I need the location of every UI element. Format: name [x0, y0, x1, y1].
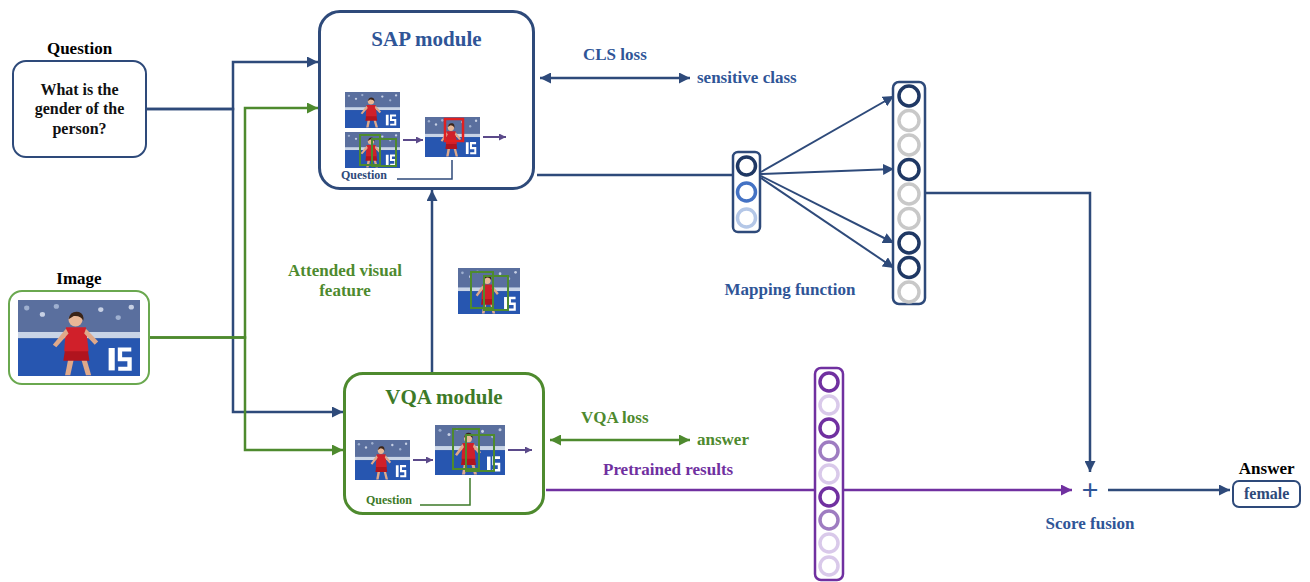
- pretrained-score-vector-part: [820, 534, 838, 552]
- pretrained-score-line-part: [546, 489, 815, 492]
- sap-illustration-part: [345, 92, 400, 128]
- pretrained-score-vector-part: [815, 368, 843, 580]
- module-box: VQA moduleQuestion: [343, 372, 545, 515]
- box-text: female: [1244, 485, 1289, 503]
- vqa-illustration-part: [413, 459, 433, 461]
- sap-output-line-part: [537, 174, 733, 177]
- image-box: Image: [8, 290, 150, 385]
- answer-box: Answerfemale: [1232, 480, 1301, 508]
- mapped-score-line-part: [926, 193, 1090, 472]
- fusion-output-arrow: [1108, 490, 1230, 491]
- sap-illustration-part: [483, 136, 506, 138]
- small-feature-vector-part: [738, 183, 756, 201]
- box-text: What is the gender of the person?: [22, 80, 137, 138]
- input-arrow: [150, 338, 343, 451]
- flow-label: Pretrained results: [603, 460, 733, 480]
- box-heading: Question: [0, 39, 175, 59]
- vqa-illustration-part: [466, 435, 494, 471]
- module-title: VQA module: [346, 385, 542, 410]
- sap-illustration-part: [345, 132, 400, 168]
- sap-illustration: [345, 92, 506, 179]
- small-feature-vector: [733, 152, 760, 232]
- pretrained-score-line: [546, 490, 1072, 491]
- large-feature-vector-part: [899, 160, 919, 180]
- module-box: SAP moduleQuestion: [318, 10, 535, 190]
- large-feature-vector-part: [899, 111, 919, 131]
- pretrained-score-vector-part: [820, 557, 838, 575]
- large-feature-vector: [893, 82, 925, 304]
- pretrained-score-vector-part: [820, 419, 838, 437]
- small-feature-vector-part: [738, 209, 756, 227]
- large-feature-vector-part: [899, 233, 919, 253]
- mapping-arrows-part: [761, 178, 894, 268]
- feature-arrow: [431, 190, 434, 372]
- pretrained-score-vector-part: [820, 373, 838, 391]
- attended-feature-thumbnail: [458, 268, 520, 314]
- mapping-arrows-part: [761, 176, 894, 243]
- large-feature-vector-part: [893, 82, 925, 304]
- attended-feature-thumbnail-part: [471, 272, 493, 308]
- pretrained-score-vector-part: [820, 442, 838, 460]
- vqa-illustration-part: [355, 440, 410, 480]
- sap-illustration-part: [403, 139, 423, 141]
- target-label: answer: [697, 430, 749, 450]
- box-heading: Answer: [1204, 459, 1310, 479]
- input-label: Question: [341, 168, 387, 183]
- loss-arrows-part: [550, 439, 690, 442]
- box-heading: Image: [0, 269, 178, 289]
- edge-label: Attended visual feature: [278, 260, 412, 303]
- fusion-output-arrow-part: [1108, 489, 1230, 492]
- sap-illustration-part: [397, 160, 452, 179]
- mapped-score-line: [926, 193, 1090, 472]
- vqa-illustration-part: [508, 449, 532, 451]
- question-box: QuestionWhat is the gender of the person…: [12, 60, 147, 158]
- vqa-illustration-part: [420, 478, 470, 505]
- fusion-operator: +: [1082, 475, 1099, 505]
- input-arrow: [147, 62, 318, 109]
- pretrained-score-vector-part: [820, 511, 838, 529]
- large-feature-vector-part: [899, 86, 919, 106]
- pretrained-score-vector: [815, 368, 843, 580]
- large-feature-vector-part: [899, 282, 919, 302]
- attended-feature-thumbnail-part: [484, 276, 508, 310]
- loss-label: CLS loss: [583, 45, 647, 65]
- function-label: Mapping function: [725, 280, 856, 300]
- pretrained-score-line-part: [843, 489, 1072, 492]
- large-feature-vector-part: [899, 258, 919, 278]
- large-feature-vector-part: [899, 184, 919, 204]
- pretrained-score-vector-part: [820, 488, 838, 506]
- vqa-illustration-part: [435, 425, 505, 475]
- small-feature-vector-part: [738, 157, 756, 175]
- loss-arrows: [540, 78, 690, 440]
- pretrained-score-vector-part: [820, 465, 838, 483]
- loss-arrows-part: [540, 77, 690, 80]
- module-title: SAP module: [321, 27, 532, 52]
- large-feature-vector-part: [899, 209, 919, 229]
- input-label: Question: [366, 493, 412, 508]
- mapping-arrows-part: [761, 96, 894, 172]
- attended-feature-thumbnail-part: [458, 268, 520, 314]
- sap-output-line: [537, 175, 733, 176]
- fusion-label: Score fusion: [1046, 514, 1135, 534]
- pretrained-score-vector-part: [820, 396, 838, 414]
- mapping-arrows: [761, 96, 894, 268]
- small-feature-vector-part: [733, 152, 760, 232]
- input-photo: [18, 300, 140, 376]
- large-feature-vector-part: [899, 135, 919, 155]
- loss-label: VQA loss: [581, 408, 649, 428]
- sap-illustration-part: [445, 119, 463, 141]
- input-arrow: [150, 108, 318, 338]
- target-label: sensitive class: [697, 68, 797, 88]
- sap-illustration-part: [372, 139, 396, 166]
- input-photo-part: [18, 300, 140, 376]
- mapping-arrows-part: [761, 169, 894, 174]
- sap-illustration-part: [425, 117, 480, 157]
